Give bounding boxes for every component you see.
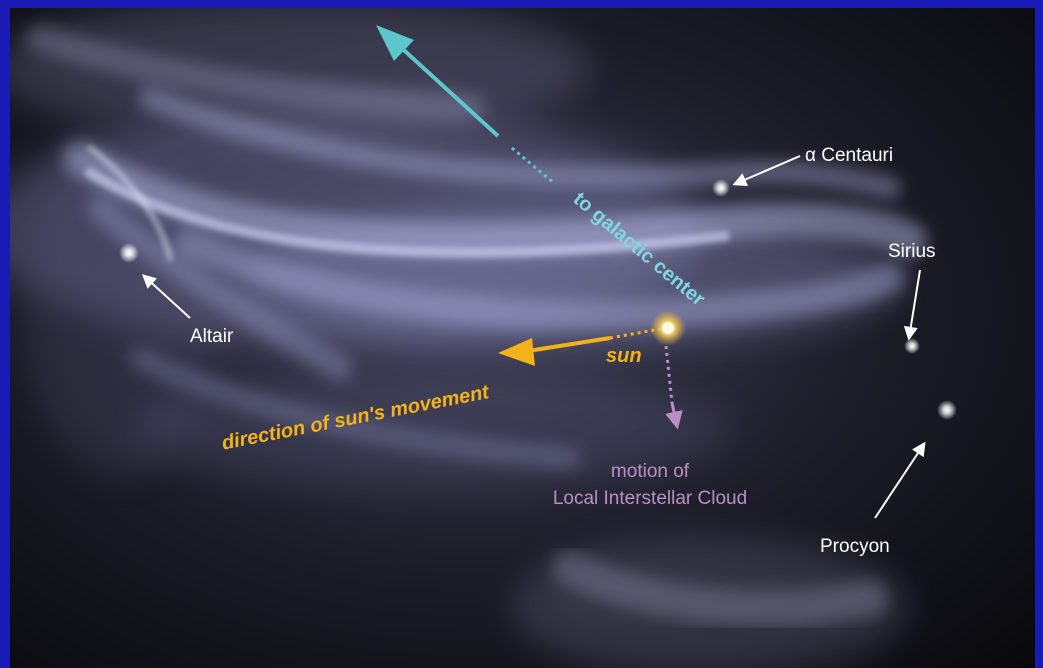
alpha-centauri-star <box>712 179 730 197</box>
alpha-centauri-label: α Centauri <box>805 145 894 166</box>
procyon-label: Procyon <box>820 536 890 557</box>
sirius-star <box>904 338 920 354</box>
cloud-label-line2: Local Interstellar Cloud <box>552 488 748 509</box>
galactic-center-arrow <box>376 25 556 186</box>
sun-label: sun <box>606 345 642 367</box>
stars <box>119 179 957 420</box>
cloud-label-line1: motion of <box>610 461 690 482</box>
interstellar-cloud-filaments <box>26 24 927 626</box>
sirius-label: Sirius <box>888 241 936 262</box>
alpha-centauri-pointer <box>732 155 801 186</box>
cloud-motion-arrow <box>664 345 683 430</box>
cloud-motion-label: motion of Local Interstellar Cloud <box>505 458 795 512</box>
illustration-panel: α Centauri Sirius Altair Procyon sun mot… <box>10 8 1035 668</box>
procyon-star <box>937 400 957 420</box>
sirius-pointer <box>903 269 921 341</box>
procyon-pointer <box>874 441 926 519</box>
star-pointer-arrows <box>141 155 926 519</box>
sun-core <box>662 322 674 334</box>
altair-label: Altair <box>190 326 234 347</box>
scene-svg <box>10 8 957 668</box>
altair-pointer <box>141 274 191 319</box>
altair-star <box>119 243 139 263</box>
